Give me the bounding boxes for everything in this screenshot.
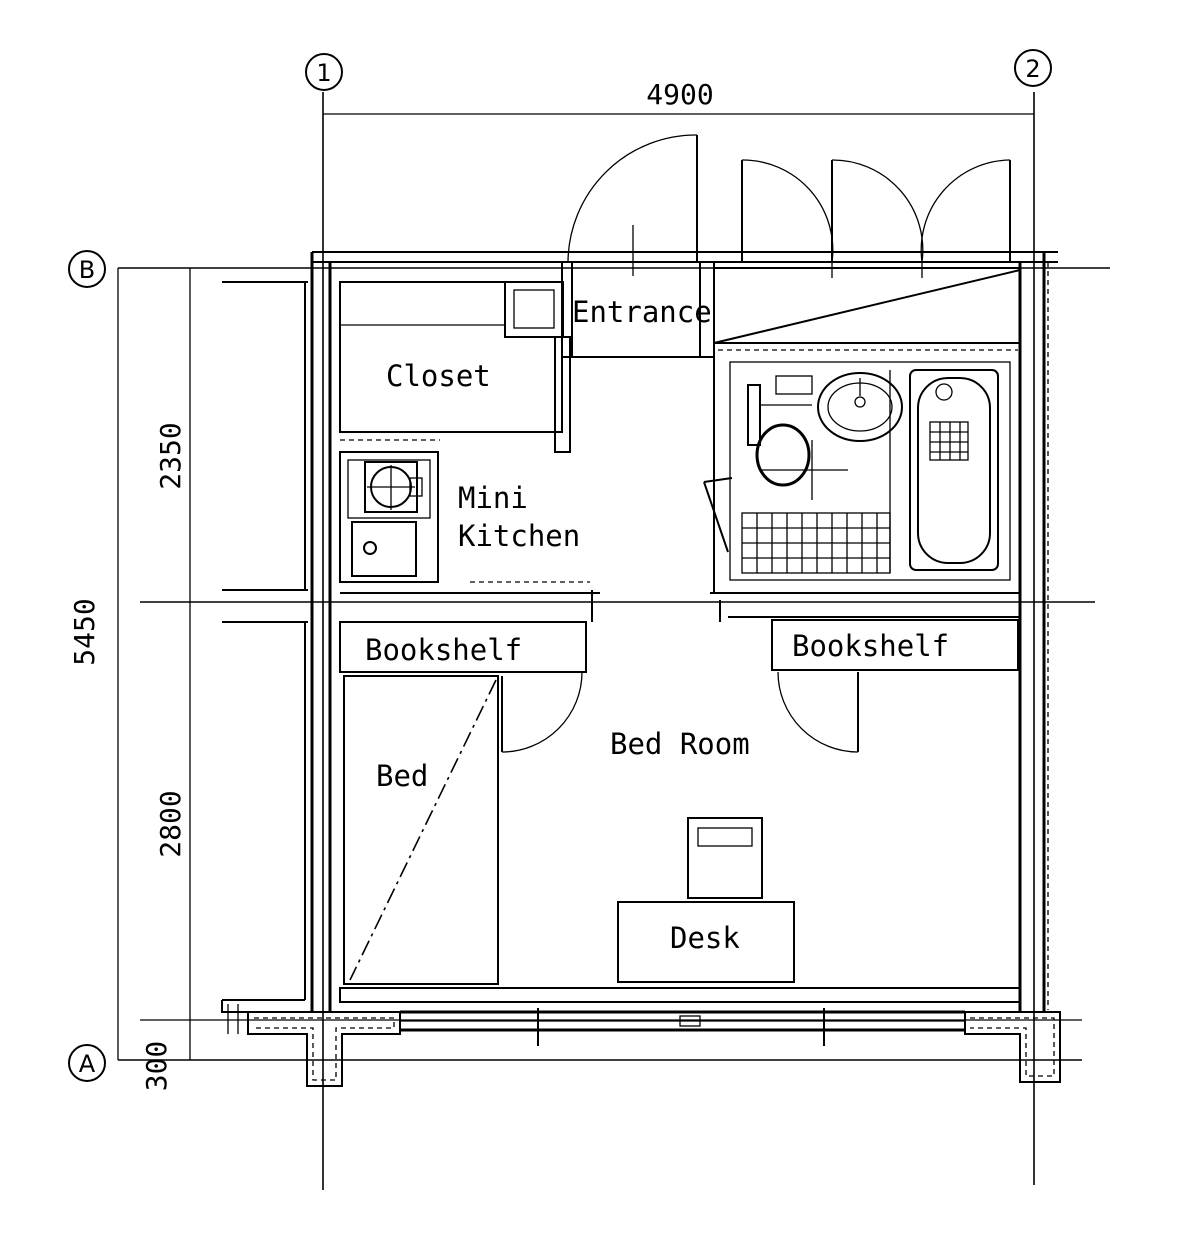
exterior-walls <box>221 251 1061 1087</box>
label-bookshelf-right: Bookshelf <box>792 629 949 663</box>
interior-walls <box>339 261 1021 622</box>
door-entrance <box>567 134 698 276</box>
dimension-upper-depth: 2350 <box>154 422 187 489</box>
label-desk: Desk <box>670 921 740 955</box>
desk-shape <box>617 901 795 983</box>
label-bed: Bed <box>376 759 428 793</box>
svg-text:1: 1 <box>316 59 331 87</box>
room-label-kitchen-line1: Mini <box>458 481 528 515</box>
dimension-lower-depth: 2800 <box>154 790 187 857</box>
grid-lines <box>118 92 1110 1190</box>
dimension-overall-width: 4900 <box>646 78 713 111</box>
svg-text:A: A <box>79 1050 96 1078</box>
dimension-overall-depth: 5450 <box>68 598 101 665</box>
bed-shape <box>343 675 499 985</box>
room-label-kitchen-line2: Kitchen <box>458 519 580 553</box>
bathtub-icon <box>909 369 999 571</box>
svg-text:2: 2 <box>1025 55 1040 83</box>
kitchen-counter <box>339 451 439 583</box>
grid-bubble-1: 1 <box>305 53 343 91</box>
bookshelf-right-shape <box>771 619 1019 671</box>
svg-text:B: B <box>79 256 95 284</box>
grid-bubble-2: 2 <box>1014 49 1052 87</box>
grid-bubble-a: A <box>68 1044 106 1082</box>
room-label-bedroom: Bed Room <box>610 727 750 761</box>
bathroom-floor-tile <box>741 370 891 574</box>
door-bathroom <box>703 477 733 553</box>
bookshelf-left-shape <box>339 621 587 673</box>
dimension-balcony-depth: 300 <box>140 1041 173 1092</box>
label-bookshelf-left: Bookshelf <box>365 633 522 667</box>
stove-icon <box>364 461 423 513</box>
grid-bubble-b: B <box>68 250 106 288</box>
chair-icon <box>687 817 763 899</box>
room-label-closet: Closet <box>386 359 491 393</box>
kitchen-sink-icon <box>351 521 417 577</box>
toilet-icon <box>747 375 813 487</box>
dimension-lines <box>117 113 1034 1060</box>
door-bedroom-right <box>777 671 859 753</box>
door-bedroom-left <box>501 671 583 753</box>
door-storage-triple <box>741 159 1011 278</box>
room-label-entrance: Entrance <box>572 295 712 329</box>
washbasin-icon <box>817 372 903 442</box>
